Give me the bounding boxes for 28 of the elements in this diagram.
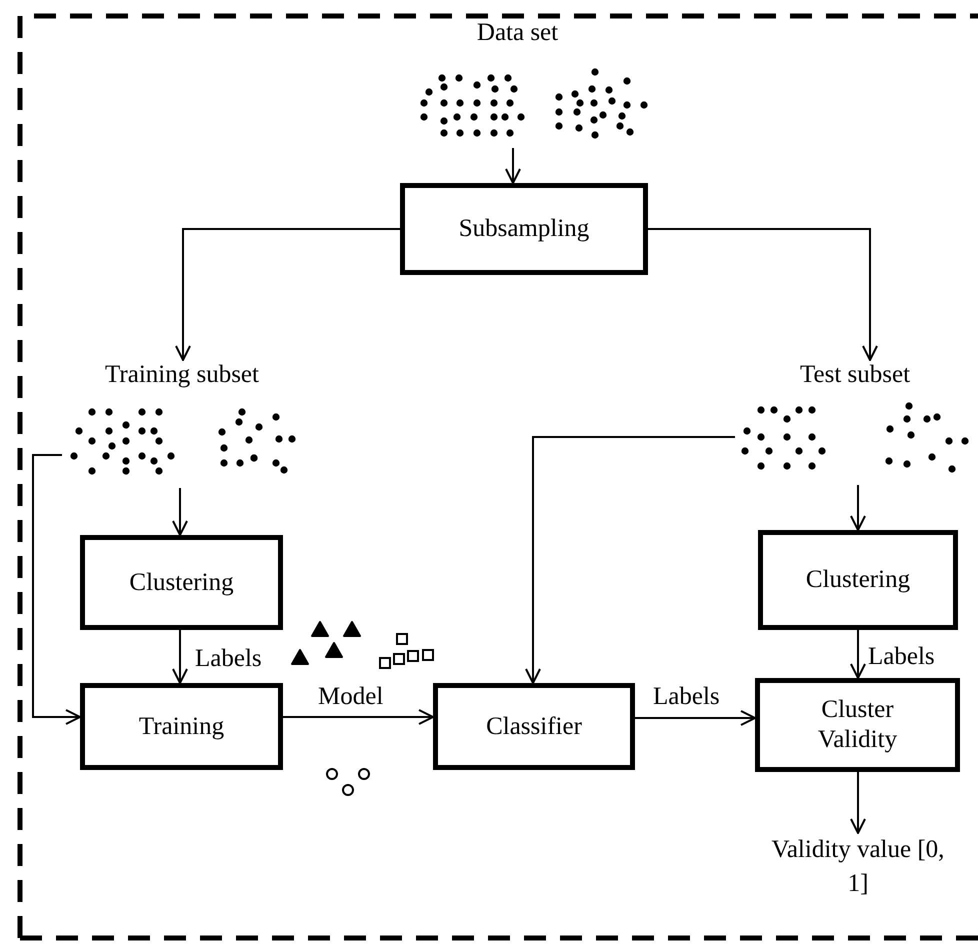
process-box [755,678,960,772]
arrow [505,148,521,184]
arrow [525,436,735,684]
box-label: Clustering [129,568,234,598]
arrow [283,709,434,725]
process-box [80,535,283,630]
node-caption: Data set [476,18,560,48]
process-box [80,683,283,770]
arrow [172,630,188,684]
arrow [850,630,866,679]
box-label: Classifier [486,712,582,742]
box-label: Subsampling [458,214,590,244]
node-caption: Validity value [0, 1] [770,835,946,899]
arrow [648,228,878,361]
process-box [400,183,648,275]
arrow [172,488,188,536]
arrow [850,772,866,834]
box-label: Training [138,712,224,742]
node-caption: Training subset [104,360,260,390]
arrow [175,228,400,361]
arrow [32,454,81,725]
arrow [850,485,866,531]
arrow [635,710,756,726]
box-label: Cluster Validity [816,695,898,755]
box-label: Clustering [806,565,910,595]
process-box [433,683,635,770]
node-caption: Test subset [798,360,912,390]
process-box [758,530,958,630]
